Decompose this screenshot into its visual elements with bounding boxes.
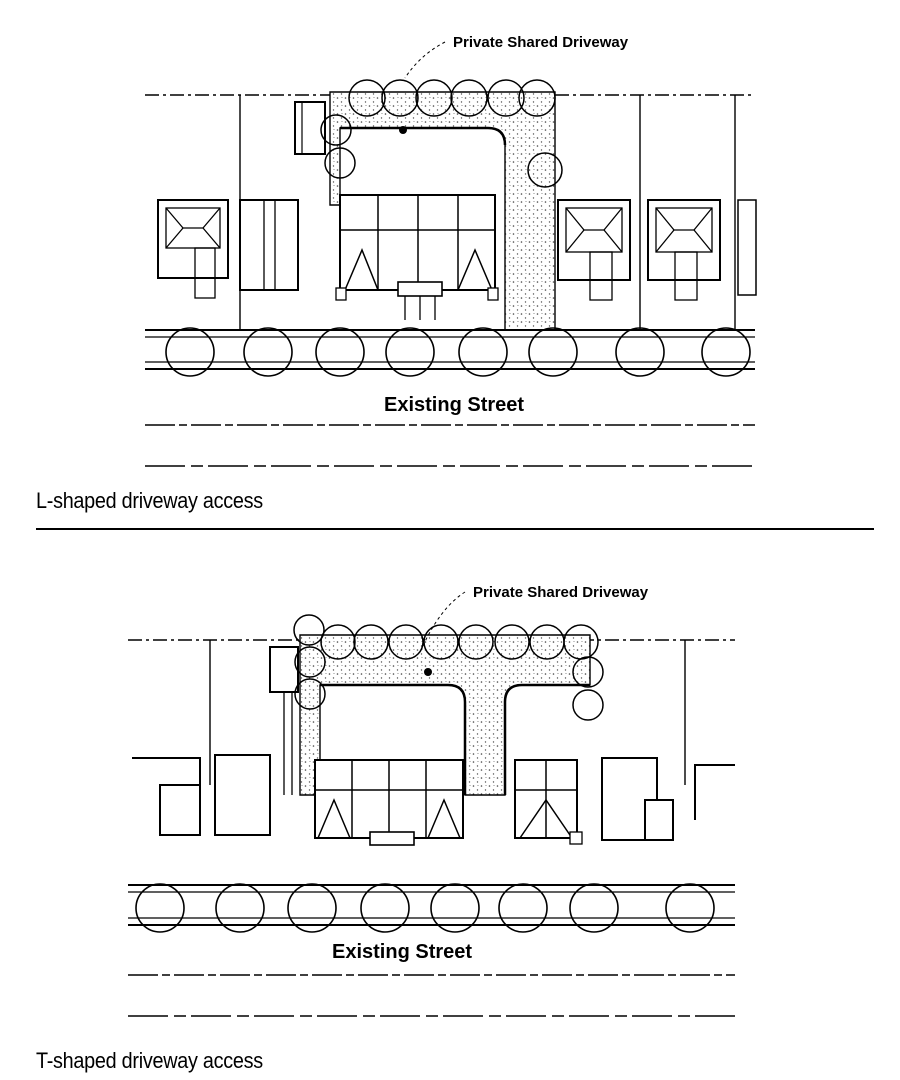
accessory-building (294, 101, 326, 155)
caption-t-shaped: T-shaped driveway access (36, 1048, 263, 1073)
l-shaped-site-plan: Private Shared Driveway Existing Street (145, 34, 757, 467)
rear-trees (293, 614, 604, 721)
sidewalk-lines (145, 329, 755, 467)
cluster-houses-right (514, 759, 583, 845)
street-label: Existing Street (332, 941, 472, 963)
house-right-1 (557, 199, 631, 301)
cluster-houses-left (314, 759, 464, 846)
caption-l-shaped: L-shaped driveway access (36, 488, 263, 513)
t-shaped-site-plan: Private Shared Driveway Existing Street (128, 584, 735, 1017)
house-right (601, 757, 735, 841)
street-trees (165, 327, 751, 377)
l-shaped-diagram: Private Shared Driveway Existing Street … (0, 0, 900, 520)
t-shaped-diagram: Private Shared Driveway Existing Street … (0, 560, 900, 1080)
lot-lines (128, 639, 735, 785)
house-left-2 (239, 199, 299, 291)
house-right-2 (647, 199, 757, 301)
divider-line (36, 528, 874, 530)
house-left (132, 754, 271, 836)
driveway-label: Private Shared Driveway (473, 584, 649, 601)
street-label: Existing Street (384, 394, 524, 416)
accessory-building (269, 646, 299, 693)
cluster-houses (335, 194, 499, 320)
house-left-1 (157, 199, 229, 299)
rear-trees (320, 79, 563, 188)
street-trees (135, 883, 715, 933)
sidewalk-lines (128, 884, 735, 1017)
driveway-label: Private Shared Driveway (453, 34, 629, 51)
